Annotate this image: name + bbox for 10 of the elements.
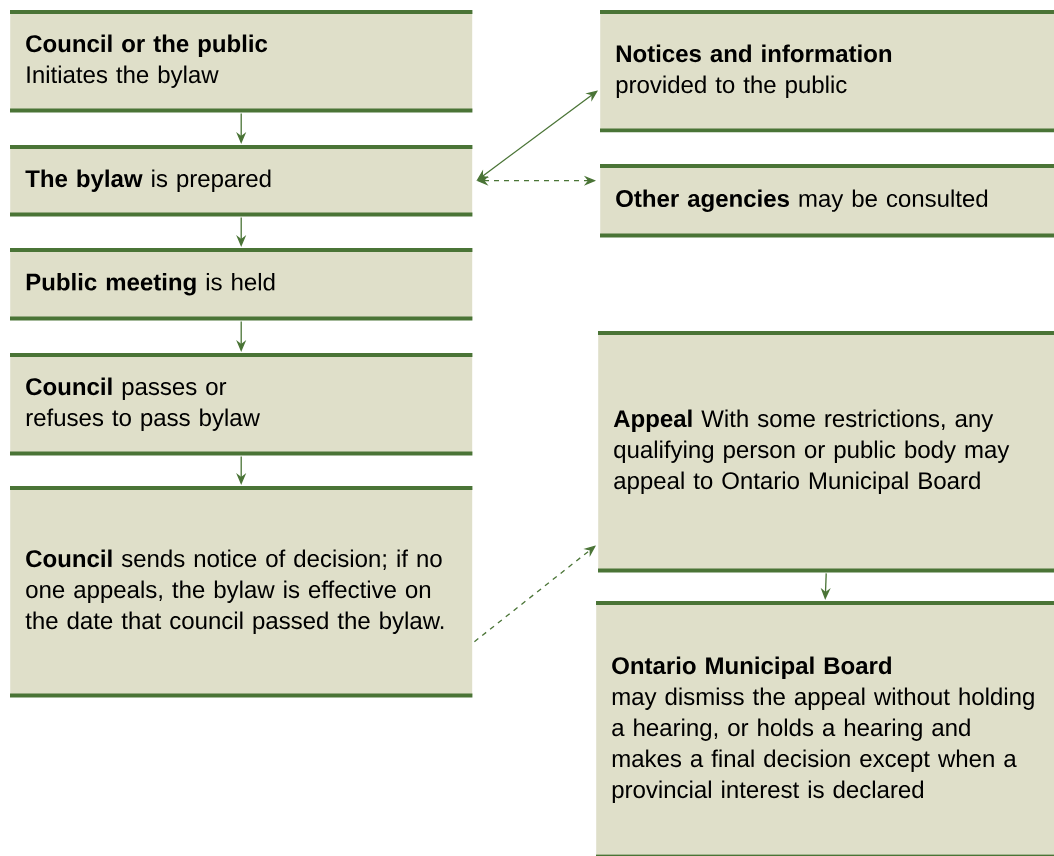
process-box: Notices and information provided to the public — [600, 10, 1054, 133]
process-box: Council or the public Initiates the bylaw — [10, 10, 473, 113]
process-box: Council sends notice of decision; if no one appeals, the bylaw is effective on the date that council passed the bylaw. — [10, 486, 473, 698]
process-box: Public meeting is held — [10, 248, 473, 321]
process-box: Council passes or refuses to pass bylaw — [10, 353, 473, 456]
process-box: Ontario Municipal Board may dismiss the appeal without holding a hearing, or holds a hearing and makes a final decision except when a provincial interest is declared — [596, 601, 1054, 856]
process-box: Other agencies may be consulted — [600, 164, 1054, 238]
arrow — [473, 545, 596, 643]
process-box: Appeal With some restrictions, any qualifying person or public body may appeal to Ontario Municipal Board — [598, 331, 1054, 573]
process-box: The bylaw is prepared — [10, 145, 473, 217]
